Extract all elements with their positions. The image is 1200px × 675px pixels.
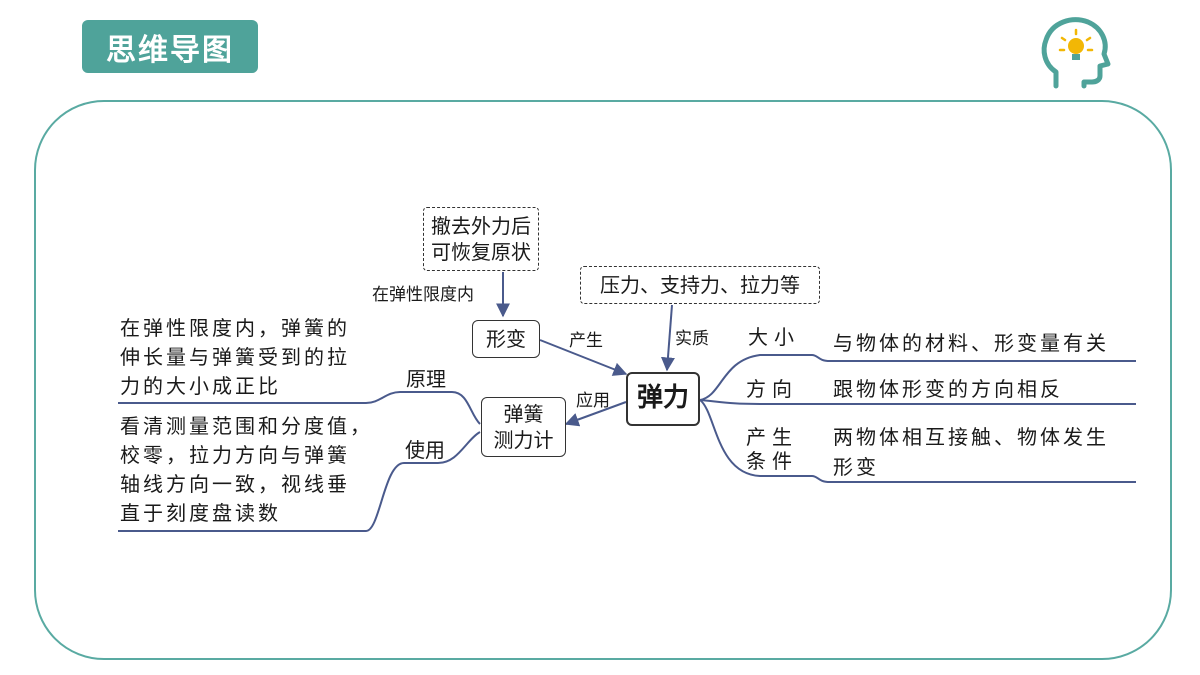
condition-label-line1: 产生 (746, 425, 798, 449)
dynamometer-node: 弹簧 测力计 (481, 397, 566, 457)
edge-center-to-dynamometer (564, 401, 627, 427)
principle-line: 在弹性限度内，弹簧的 (120, 316, 350, 340)
edge-dynamometer-to-principle (118, 391, 481, 425)
essence-label: 压力、支持力、拉力等 (600, 273, 800, 297)
center-label: 弹力 (636, 383, 689, 414)
usage-line: 直于刻度盘读数 (120, 501, 281, 525)
dynamometer-line2: 测力计 (493, 428, 554, 452)
deformation-note-line1: 撤去外力后 (431, 214, 531, 238)
edge-label-elastic-limit: 在弹性限度内 (372, 285, 474, 305)
edge-label-application: 应用 (576, 391, 610, 411)
usage-label: 使用 (405, 438, 445, 462)
head-lightbulb-icon (1041, 17, 1111, 89)
condition-text-line1: 两物体相互接触、物体发生 (833, 425, 1109, 449)
principle-text: 在弹性限度内，弹簧的 伸长量与弹簧受到的拉 力的大小成正比 (120, 314, 350, 401)
condition-label: 产生 条件 (746, 425, 798, 473)
essence-box: 压力、支持力、拉力等 (580, 266, 820, 304)
principle-line: 伸长量与弹簧受到的拉 (120, 345, 350, 369)
usage-line: 轴线方向一致，视线垂 (120, 472, 350, 496)
edge-dynamometer-to-usage (118, 431, 481, 532)
condition-text-line2: 形变 (833, 455, 879, 479)
edge-center-to-direction (699, 399, 1136, 405)
usage-line: 看清测量范围和分度值， (120, 414, 373, 438)
deformation-node: 形变 (472, 320, 540, 358)
page-title: 思维导图 (82, 20, 258, 73)
principle-line: 力的大小成正比 (120, 374, 281, 398)
edge-label-produce: 产生 (569, 331, 603, 351)
center-node: 弹力 (626, 372, 700, 426)
dynamometer-line1: 弹簧 (503, 402, 544, 426)
edge-center-to-magnitude (699, 354, 1136, 401)
edge-center-to-condition (699, 399, 1136, 483)
content-panel (34, 100, 1172, 660)
deformation-note-line2: 可恢复原状 (431, 240, 531, 264)
magnitude-text: 与物体的材料、形变量有关 (833, 331, 1109, 355)
direction-text: 跟物体形变的方向相反 (833, 377, 1063, 401)
edge-label-essence: 实质 (675, 329, 709, 349)
condition-text: 两物体相互接触、物体发生 形变 (833, 422, 1109, 482)
usage-line: 校零，拉力方向与弹簧 (120, 443, 350, 467)
edge-deformation-to-center (539, 339, 628, 376)
deformation-label: 形变 (486, 327, 526, 351)
principle-label: 原理 (406, 367, 446, 391)
edge-essence-to-center (660, 304, 675, 372)
condition-label-line2: 条件 (746, 449, 798, 473)
usage-text: 看清测量范围和分度值， 校零，拉力方向与弹簧 轴线方向一致，视线垂 直于刻度盘读… (120, 412, 373, 528)
magnitude-label: 大小 (748, 325, 800, 349)
deformation-note-box: 撤去外力后 可恢复原状 (423, 207, 539, 271)
direction-label: 方向 (746, 377, 798, 401)
